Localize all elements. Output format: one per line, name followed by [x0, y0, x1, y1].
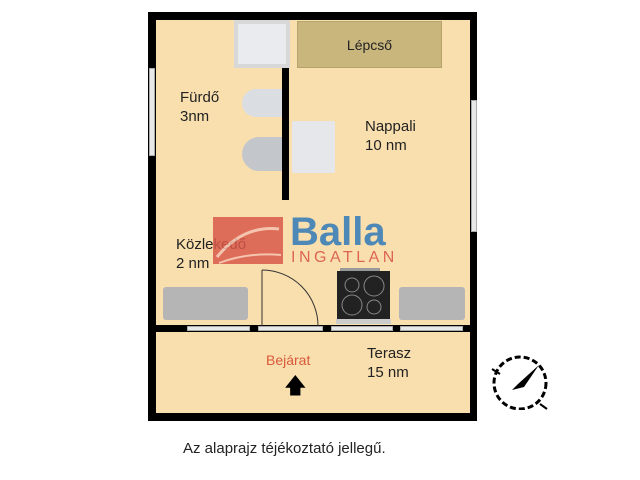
logo-name: Balla: [290, 210, 386, 254]
wall-left: [148, 12, 156, 421]
partition-wall: [282, 12, 289, 200]
wall-top: [148, 12, 477, 20]
table: [292, 121, 335, 173]
wall-bottom: [148, 413, 477, 421]
entrance-label: Bejárat: [266, 352, 311, 368]
window-terrace-4: [400, 326, 463, 331]
counter-left: [163, 287, 248, 320]
shower-tray: [234, 20, 290, 68]
window-terrace-2: [258, 326, 323, 331]
bidet: [242, 137, 282, 171]
logo-mark: [213, 217, 283, 264]
stairs: Lépcső: [297, 21, 442, 68]
logo-sub: INGATLAN: [291, 249, 398, 266]
floor-area: [156, 20, 470, 413]
window-terrace-3: [331, 326, 393, 331]
compass-icon: [491, 355, 548, 410]
stove: [336, 268, 391, 324]
door-swing[interactable]: [255, 268, 325, 328]
window-terrace-1: [187, 326, 250, 331]
window-left: [149, 68, 155, 156]
window-right: [471, 100, 477, 232]
toilet: [242, 89, 282, 117]
counter-right: [399, 287, 465, 320]
entrance-arrow-icon: 🡅: [284, 373, 307, 398]
footer-note: Az alaprajz téjékoztató jellegű.: [183, 440, 386, 457]
